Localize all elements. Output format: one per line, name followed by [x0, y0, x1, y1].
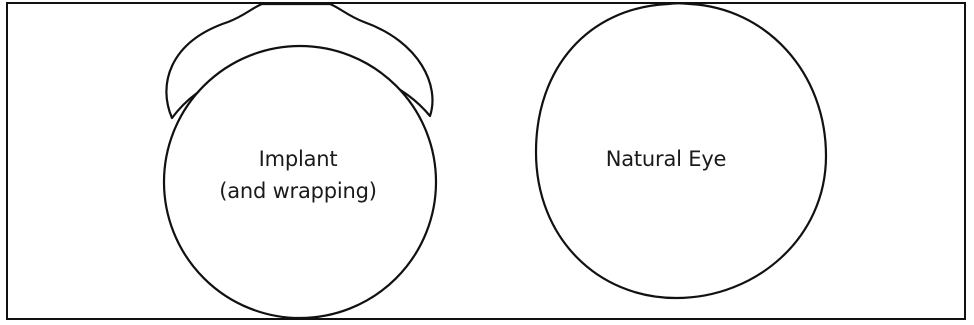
- natural-eye-group: Natural Eye: [536, 3, 826, 298]
- implant-group: Implant (and wrapping): [164, 4, 436, 318]
- natural-eye-label: Natural Eye: [606, 147, 727, 171]
- implant-label-line2: (and wrapping): [219, 179, 377, 203]
- implant-label-line1: Implant: [259, 147, 338, 171]
